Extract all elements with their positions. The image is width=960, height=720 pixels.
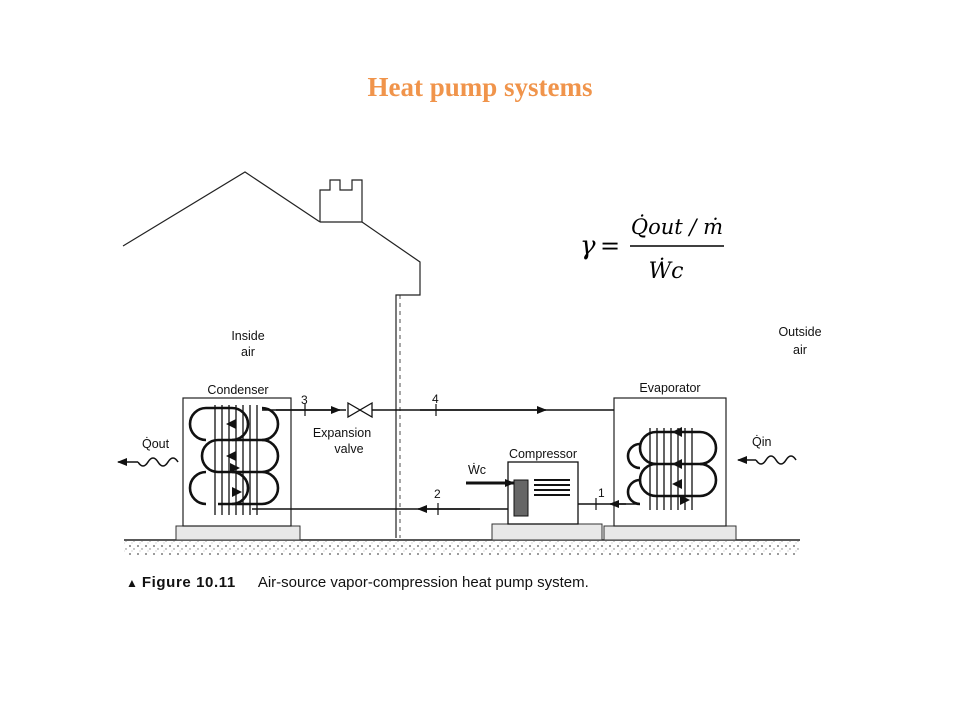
equation-denominator: Ẇc <box>649 257 684 284</box>
inside-air-label-line2: air <box>241 345 255 359</box>
refrigerant-piping <box>252 406 640 513</box>
condenser-unit <box>175 397 301 541</box>
expansion-valve-label-line1: Expansion <box>313 426 371 440</box>
cop-equation: γ = Q̇out / ṁ Ẇc <box>580 215 724 284</box>
w-c-label: Ẇc <box>468 463 486 477</box>
q-in-arrow <box>737 455 797 465</box>
equation-equals: = <box>600 232 620 260</box>
q-in-label: Q̇in <box>752 435 772 449</box>
house-outline <box>122 171 421 538</box>
evaporator-unit <box>603 397 737 541</box>
outside-air-label-line1: Outside <box>778 325 821 339</box>
expansion-valve-label-line2: valve <box>334 442 363 456</box>
slide-title: Heat pump systems <box>367 72 593 102</box>
state-1-label: 1 <box>598 486 605 500</box>
state-3-label: 3 <box>301 393 308 407</box>
state-4-label: 4 <box>432 392 439 406</box>
figure-caption: ▲Figure 10.11 Air-source vapor-compressio… <box>126 574 589 591</box>
ground <box>124 539 800 555</box>
inside-air-label-line1: Inside <box>231 329 264 343</box>
caption-text: Air-source vapor-compression heat pump s… <box>257 574 589 591</box>
equation-numerator: Q̇out / ṁ <box>631 215 723 239</box>
equation-gamma: γ <box>580 231 596 261</box>
condenser-label: Condenser <box>207 383 268 397</box>
q-out-arrow <box>117 457 179 467</box>
evaporator-label: Evaporator <box>639 381 700 395</box>
q-out-label: Q̇out <box>142 437 170 451</box>
state-2-label: 2 <box>434 487 441 501</box>
expansion-valve <box>347 401 373 419</box>
condenser-coil <box>188 406 280 506</box>
compressor-label: Compressor <box>509 447 577 461</box>
caption-figure-number: Figure 10.11 <box>141 574 236 591</box>
outside-air-label-line2: air <box>793 343 807 357</box>
caption-marker: ▲ <box>126 576 138 590</box>
compressor <box>466 461 603 541</box>
